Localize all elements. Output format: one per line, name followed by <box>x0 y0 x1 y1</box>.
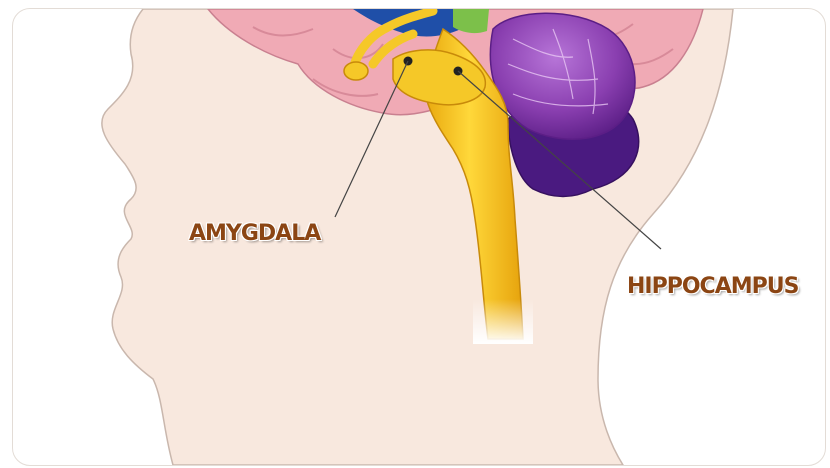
amygdala-label: AMYGDALA <box>189 221 320 246</box>
diagram-frame: AMYGDALA HIPPOCAMPUS <box>12 8 826 466</box>
spinal-fade <box>473 299 533 344</box>
brain-diagram <box>13 9 825 465</box>
mammillary-body <box>344 62 368 80</box>
hippocampus-label: HIPPOCAMPUS <box>627 274 798 299</box>
green-region <box>453 9 489 33</box>
